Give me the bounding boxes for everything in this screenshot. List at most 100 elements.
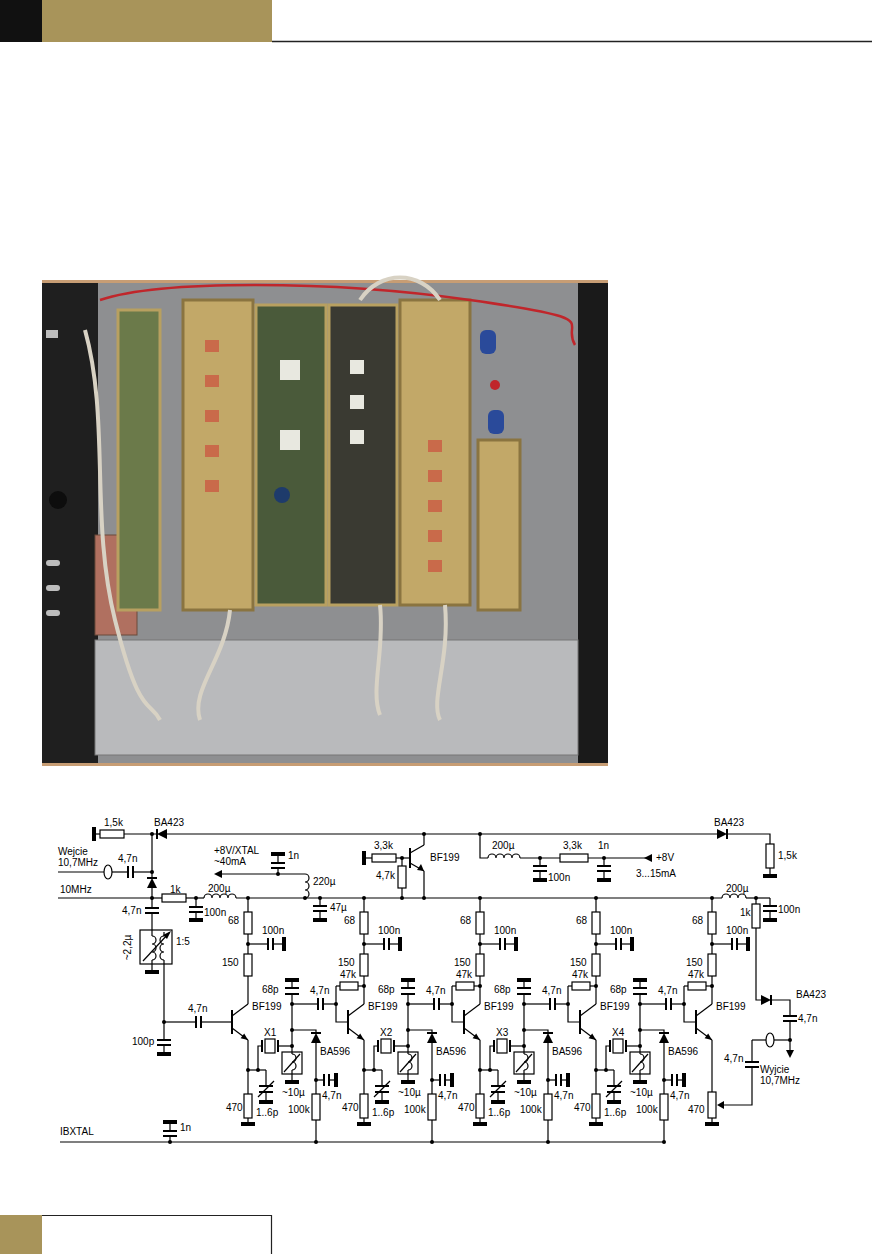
wire bbox=[479, 1040, 480, 1094]
resistor-symbol bbox=[476, 912, 484, 934]
photo-shape bbox=[46, 330, 58, 338]
crystal-symbol bbox=[493, 1040, 495, 1052]
component-value: 100n bbox=[610, 925, 632, 936]
ground-symbol bbox=[271, 852, 285, 856]
ground-symbol bbox=[145, 970, 159, 974]
inductor-symbol bbox=[722, 894, 746, 898]
ground-symbol bbox=[630, 937, 634, 951]
wire bbox=[727, 834, 770, 844]
part-name: BF199 bbox=[430, 852, 459, 863]
component-value: 1k bbox=[170, 884, 181, 895]
photo-shape bbox=[280, 360, 300, 380]
signal-label: +8V/XTAL ~40mA bbox=[214, 845, 262, 867]
resistor-symbol bbox=[162, 894, 186, 902]
part-name: BF199 bbox=[252, 1001, 281, 1012]
wire bbox=[769, 911, 770, 918]
component-value: 1..6p bbox=[256, 1107, 278, 1118]
wire bbox=[169, 1124, 170, 1131]
junction-dot bbox=[682, 1002, 686, 1006]
photo-shape bbox=[198, 610, 230, 720]
ground-symbol bbox=[633, 978, 647, 982]
capacitor-symbol bbox=[401, 987, 415, 989]
diode-symbol bbox=[147, 878, 157, 888]
transistor-symbol bbox=[357, 1033, 364, 1040]
ground-symbol bbox=[607, 1100, 621, 1104]
component-value: 100n bbox=[548, 872, 570, 883]
photo-shape bbox=[205, 445, 219, 457]
part-name: BA423 bbox=[154, 817, 184, 828]
capacitor-symbol bbox=[163, 1135, 177, 1137]
component-value: 1..6p bbox=[488, 1107, 510, 1118]
component-value: 68p bbox=[494, 984, 511, 995]
capacitor-symbol bbox=[555, 1074, 557, 1086]
component-value: 4,7n bbox=[658, 985, 677, 996]
resistor-symbol bbox=[360, 954, 368, 976]
junction-dot bbox=[422, 896, 426, 900]
inductor-symbol bbox=[305, 874, 309, 898]
ground-symbol bbox=[705, 1122, 719, 1126]
wire bbox=[247, 1040, 248, 1094]
component-value: 4,7n bbox=[670, 1090, 689, 1101]
crystal-symbol bbox=[261, 1040, 263, 1052]
wire bbox=[167, 833, 717, 834]
wire bbox=[789, 1040, 790, 1050]
output-arrow bbox=[786, 1050, 794, 1058]
component-value: 4,7n bbox=[322, 1090, 341, 1101]
photo-shape bbox=[205, 480, 219, 492]
wire bbox=[291, 1070, 292, 1074]
part-name: BA596 bbox=[436, 1046, 466, 1057]
ground-symbol bbox=[473, 1122, 487, 1126]
wire bbox=[432, 1079, 440, 1080]
wire bbox=[389, 943, 398, 944]
component-value: 100k bbox=[636, 1104, 658, 1115]
transistor-symbol bbox=[464, 1028, 480, 1040]
part-name: BF199 bbox=[368, 1001, 397, 1012]
photo-shape bbox=[118, 310, 160, 610]
transformer-symbol bbox=[140, 930, 172, 964]
wire bbox=[664, 1079, 672, 1080]
component-value: 220µ bbox=[313, 876, 335, 887]
component-value: 150 bbox=[222, 957, 239, 968]
photo-shape bbox=[376, 605, 381, 715]
trimmer-coil-symbol bbox=[514, 1052, 534, 1074]
wire bbox=[752, 1039, 766, 1040]
component-value: 47k bbox=[688, 969, 704, 980]
junction-dot bbox=[303, 896, 307, 900]
wire bbox=[640, 1003, 666, 1004]
resistor-symbol bbox=[766, 844, 774, 868]
diode-symbol bbox=[157, 829, 167, 839]
wire bbox=[639, 1074, 640, 1080]
junction-dot bbox=[594, 984, 598, 988]
ground-symbol bbox=[533, 878, 547, 882]
resistor-symbol bbox=[708, 954, 716, 976]
wire bbox=[663, 1120, 664, 1142]
resistor-symbol bbox=[372, 854, 396, 862]
component-value: 150 bbox=[570, 957, 587, 968]
wire bbox=[595, 1040, 596, 1094]
wire bbox=[277, 856, 278, 863]
capacitor-symbol bbox=[499, 938, 501, 950]
capacitor-symbol bbox=[533, 865, 547, 867]
photo-shape bbox=[49, 491, 67, 509]
wire bbox=[315, 1043, 316, 1094]
photo-shape bbox=[428, 530, 442, 542]
component-value: 68p bbox=[262, 984, 279, 995]
photo-shape bbox=[428, 440, 442, 452]
component-value: 1..6p bbox=[372, 1107, 394, 1118]
component-value: 4,7n bbox=[118, 853, 137, 864]
photo-shape bbox=[205, 340, 219, 352]
transformer-symbol bbox=[143, 933, 169, 961]
component-value: 470 bbox=[342, 1102, 359, 1113]
trimmer-coil-symbol bbox=[630, 1052, 650, 1074]
crystal-symbol bbox=[613, 1039, 623, 1053]
capacitor-symbol bbox=[433, 998, 435, 1010]
capacitor-symbol bbox=[763, 905, 777, 907]
wire bbox=[265, 1070, 266, 1086]
resistor-symbol bbox=[244, 1094, 252, 1118]
component-value: 150 bbox=[454, 957, 471, 968]
wire bbox=[247, 1118, 248, 1122]
capacitor-symbol bbox=[665, 998, 667, 1010]
wire bbox=[151, 930, 152, 936]
ground-symbol bbox=[259, 1100, 273, 1104]
photo-shape bbox=[437, 605, 446, 720]
